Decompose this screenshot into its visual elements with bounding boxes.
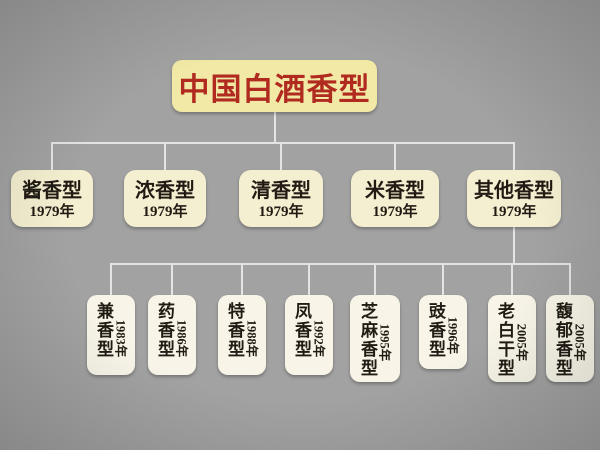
- aroma-node-nongxiang: 浓香型 1979年: [124, 170, 206, 227]
- connector-line: [511, 263, 513, 295]
- node-year: 1992年: [311, 319, 326, 358]
- node-year-column: 1996年: [445, 302, 461, 369]
- node-year: 1979年: [372, 203, 418, 220]
- node-label: 凤香型: [292, 302, 311, 359]
- diagram-root-node: 中国白酒香型: [172, 60, 377, 112]
- aroma-node-mixiang: 米香型 1979年: [351, 170, 439, 227]
- connector-line: [164, 142, 166, 170]
- node-label: 其他香型: [474, 179, 554, 202]
- node-year-column: 2005年: [514, 302, 530, 382]
- connector-line: [241, 263, 243, 295]
- node-year-column: 2005年: [572, 302, 588, 382]
- aroma-node-laobaigan: 老白干型 2005年: [488, 295, 536, 382]
- node-year-column: 1995年: [377, 302, 393, 382]
- aroma-node-fengxiang: 凤香型 1992年: [285, 295, 333, 375]
- aroma-node-yaoxiang: 药香型 1986年: [148, 295, 196, 375]
- aroma-node-qingxiang: 清香型 1979年: [239, 170, 323, 227]
- node-label: 芝麻香型: [358, 302, 377, 378]
- node-label: 药香型: [155, 302, 174, 359]
- connector-line: [110, 263, 571, 265]
- diagram-title: 中国白酒香型: [178, 71, 371, 107]
- node-label: 特香型: [225, 302, 244, 359]
- aroma-node-texiang: 特香型 1988年: [218, 295, 266, 375]
- node-year-column: 1986年: [174, 302, 190, 375]
- aroma-node-jiangxiang: 酱香型 1979年: [11, 170, 93, 227]
- aroma-node-jianxiang: 兼香型 1983年: [87, 295, 135, 375]
- connector-line: [171, 263, 173, 295]
- node-year: 2005年: [514, 323, 529, 361]
- node-year: 1983年: [113, 319, 128, 358]
- aroma-node-qita: 其他香型 1979年: [467, 170, 561, 227]
- node-label: 浓香型: [135, 179, 195, 202]
- aroma-node-fuyuxiang: 馥郁香型 2005年: [546, 295, 594, 382]
- node-year-column: 1988年: [244, 302, 260, 375]
- node-year: 1979年: [142, 203, 188, 220]
- connector-line: [513, 142, 515, 170]
- node-year: 1986年: [174, 319, 189, 358]
- node-year-column: 1983年: [113, 302, 129, 375]
- node-year: 1995年: [377, 323, 392, 361]
- node-label: 兼香型: [94, 302, 113, 359]
- node-label: 馥郁香型: [553, 302, 572, 378]
- aroma-node-chixiang: 豉香型 1996年: [419, 295, 467, 369]
- node-year-column: 1992年: [311, 302, 327, 375]
- node-year: 2005年: [572, 323, 587, 361]
- node-label: 老白干型: [495, 302, 514, 378]
- connector-line: [51, 142, 53, 170]
- connector-line: [569, 263, 571, 295]
- node-label: 米香型: [365, 179, 425, 202]
- connector-line: [52, 142, 515, 144]
- connector-line: [442, 263, 444, 295]
- connector-line: [274, 112, 276, 144]
- node-year: 1988年: [244, 319, 259, 358]
- node-label: 清香型: [251, 179, 311, 202]
- connector-line: [280, 142, 282, 170]
- connector-line: [374, 263, 376, 295]
- node-year: 1979年: [258, 203, 304, 220]
- node-year: 1979年: [491, 203, 537, 220]
- connector-line: [513, 227, 515, 265]
- node-label: 豉香型: [426, 302, 445, 359]
- connector-line: [308, 263, 310, 295]
- node-year: 1979年: [29, 203, 75, 220]
- node-label: 酱香型: [22, 179, 82, 202]
- aroma-node-zhimaxiang: 芝麻香型 1995年: [350, 295, 400, 382]
- connector-line: [394, 142, 396, 170]
- connector-line: [110, 263, 112, 295]
- node-year: 1996年: [445, 316, 460, 355]
